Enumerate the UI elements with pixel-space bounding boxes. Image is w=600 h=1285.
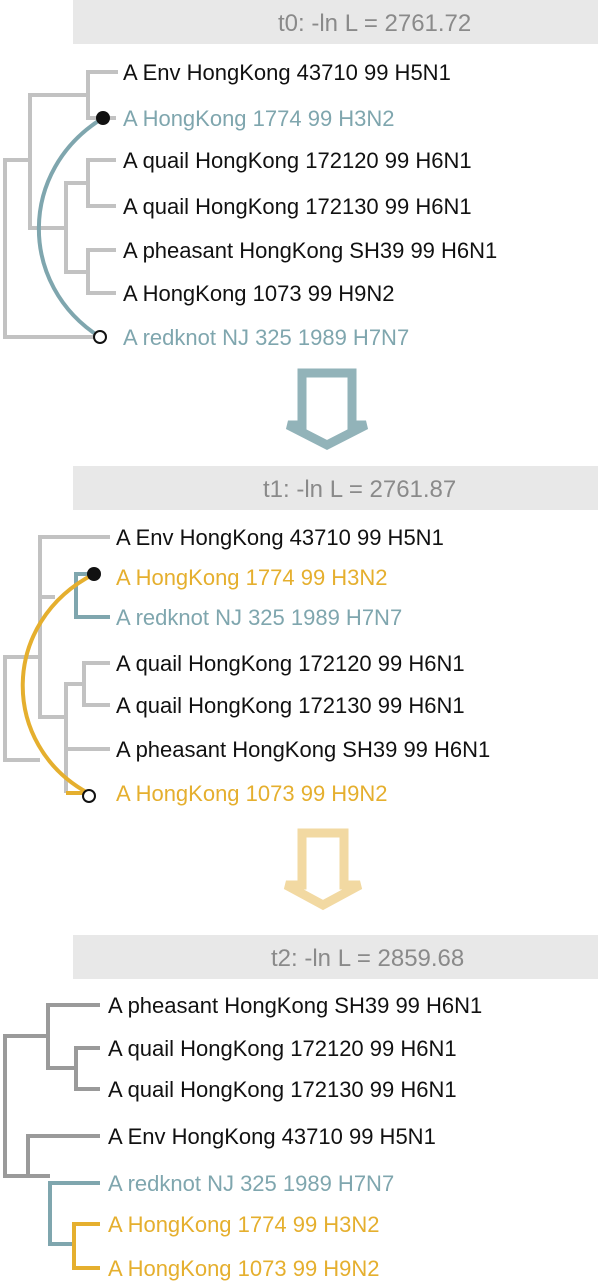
leaf-label: A pheasant HongKong SH39 99 H6N1 <box>108 993 482 1018</box>
leaf-label: A HongKong 1774 99 H3N2 <box>123 106 395 131</box>
leaf-label: A quail HongKong 172130 99 H6N1 <box>123 194 472 219</box>
leaf-label: A quail HongKong 172130 99 H6N1 <box>116 693 465 718</box>
panel-t2: t2: -ln L = 2859.68 A pheasant HongKong … <box>3 935 598 1281</box>
title-bar <box>73 935 598 979</box>
branch-teal <box>74 572 110 619</box>
branch <box>82 661 110 707</box>
prune-node <box>96 111 110 125</box>
branch <box>74 1046 100 1091</box>
prune-node <box>87 567 101 581</box>
leaf-label: A pheasant HongKong SH39 99 H6N1 <box>116 737 490 762</box>
branch <box>86 248 116 295</box>
regraft-node <box>93 330 107 344</box>
tree-branches <box>3 70 118 339</box>
leaf-label: A redknot NJ 325 1989 H7N7 <box>116 605 402 630</box>
panel-t1: t1: -ln L = 2761.87 A Env HongKong 43710… <box>3 466 598 806</box>
leaf-label: A quail HongKong 172120 99 H6N1 <box>116 651 465 676</box>
spr-arc <box>20 572 95 795</box>
leaf-labels: A Env HongKong 43710 99 H5N1 A HongKong … <box>123 60 497 350</box>
regraft-node <box>82 789 96 803</box>
down-arrow-icon <box>285 368 369 451</box>
branch <box>3 158 100 339</box>
leaf-label: A HongKong 1774 99 H3N2 <box>108 1212 380 1237</box>
leaf-label: A quail HongKong 172120 99 H6N1 <box>108 1036 457 1061</box>
panel-title: t0: -ln L = 2761.72 <box>278 10 471 37</box>
panel-title: t1: -ln L = 2761.87 <box>263 476 456 503</box>
spr-arc <box>36 116 105 339</box>
panel-t0: t0: -ln L = 2761.72 A Env HongKong 43710… <box>3 0 598 350</box>
title-bar <box>73 466 598 510</box>
branch <box>3 1034 48 1178</box>
branch-teal <box>48 1181 100 1246</box>
leaf-label: A HongKong 1073 99 H9N2 <box>108 1256 380 1281</box>
title-bar <box>73 0 598 44</box>
leaf-label: A redknot NJ 325 1989 H7N7 <box>123 325 409 350</box>
leaf-label: A Env HongKong 43710 99 H5N1 <box>116 525 444 550</box>
branch <box>86 158 116 208</box>
branch <box>64 682 84 749</box>
leaf-labels: A pheasant HongKong SH39 99 H6N1 A quail… <box>108 993 482 1281</box>
branch <box>26 1134 100 1178</box>
panel-title: t2: -ln L = 2859.68 <box>271 945 464 972</box>
branch <box>64 181 88 274</box>
down-arrow-icon <box>283 828 363 911</box>
leaf-label: A quail HongKong 172120 99 H6N1 <box>123 148 472 173</box>
leaf-label: A pheasant HongKong SH39 99 H6N1 <box>123 238 497 263</box>
branch <box>64 747 110 793</box>
leaf-label: A Env HongKong 43710 99 H5N1 <box>108 1124 436 1149</box>
leaf-label: A Env HongKong 43710 99 H5N1 <box>123 60 451 85</box>
tree-branches <box>3 1003 100 1178</box>
branch <box>3 655 40 762</box>
leaf-label: A HongKong 1073 99 H9N2 <box>123 281 395 306</box>
leaf-label: A HongKong 1073 99 H9N2 <box>116 781 388 806</box>
leaf-label: A quail HongKong 172130 99 H6N1 <box>108 1077 457 1102</box>
branch <box>38 535 110 597</box>
leaf-label: A HongKong 1774 99 H3N2 <box>116 565 388 590</box>
leaf-labels: A Env HongKong 43710 99 H5N1 A HongKong … <box>116 525 490 806</box>
leaf-label: A redknot NJ 325 1989 H7N7 <box>108 1171 394 1196</box>
branch-gold <box>72 1222 100 1270</box>
